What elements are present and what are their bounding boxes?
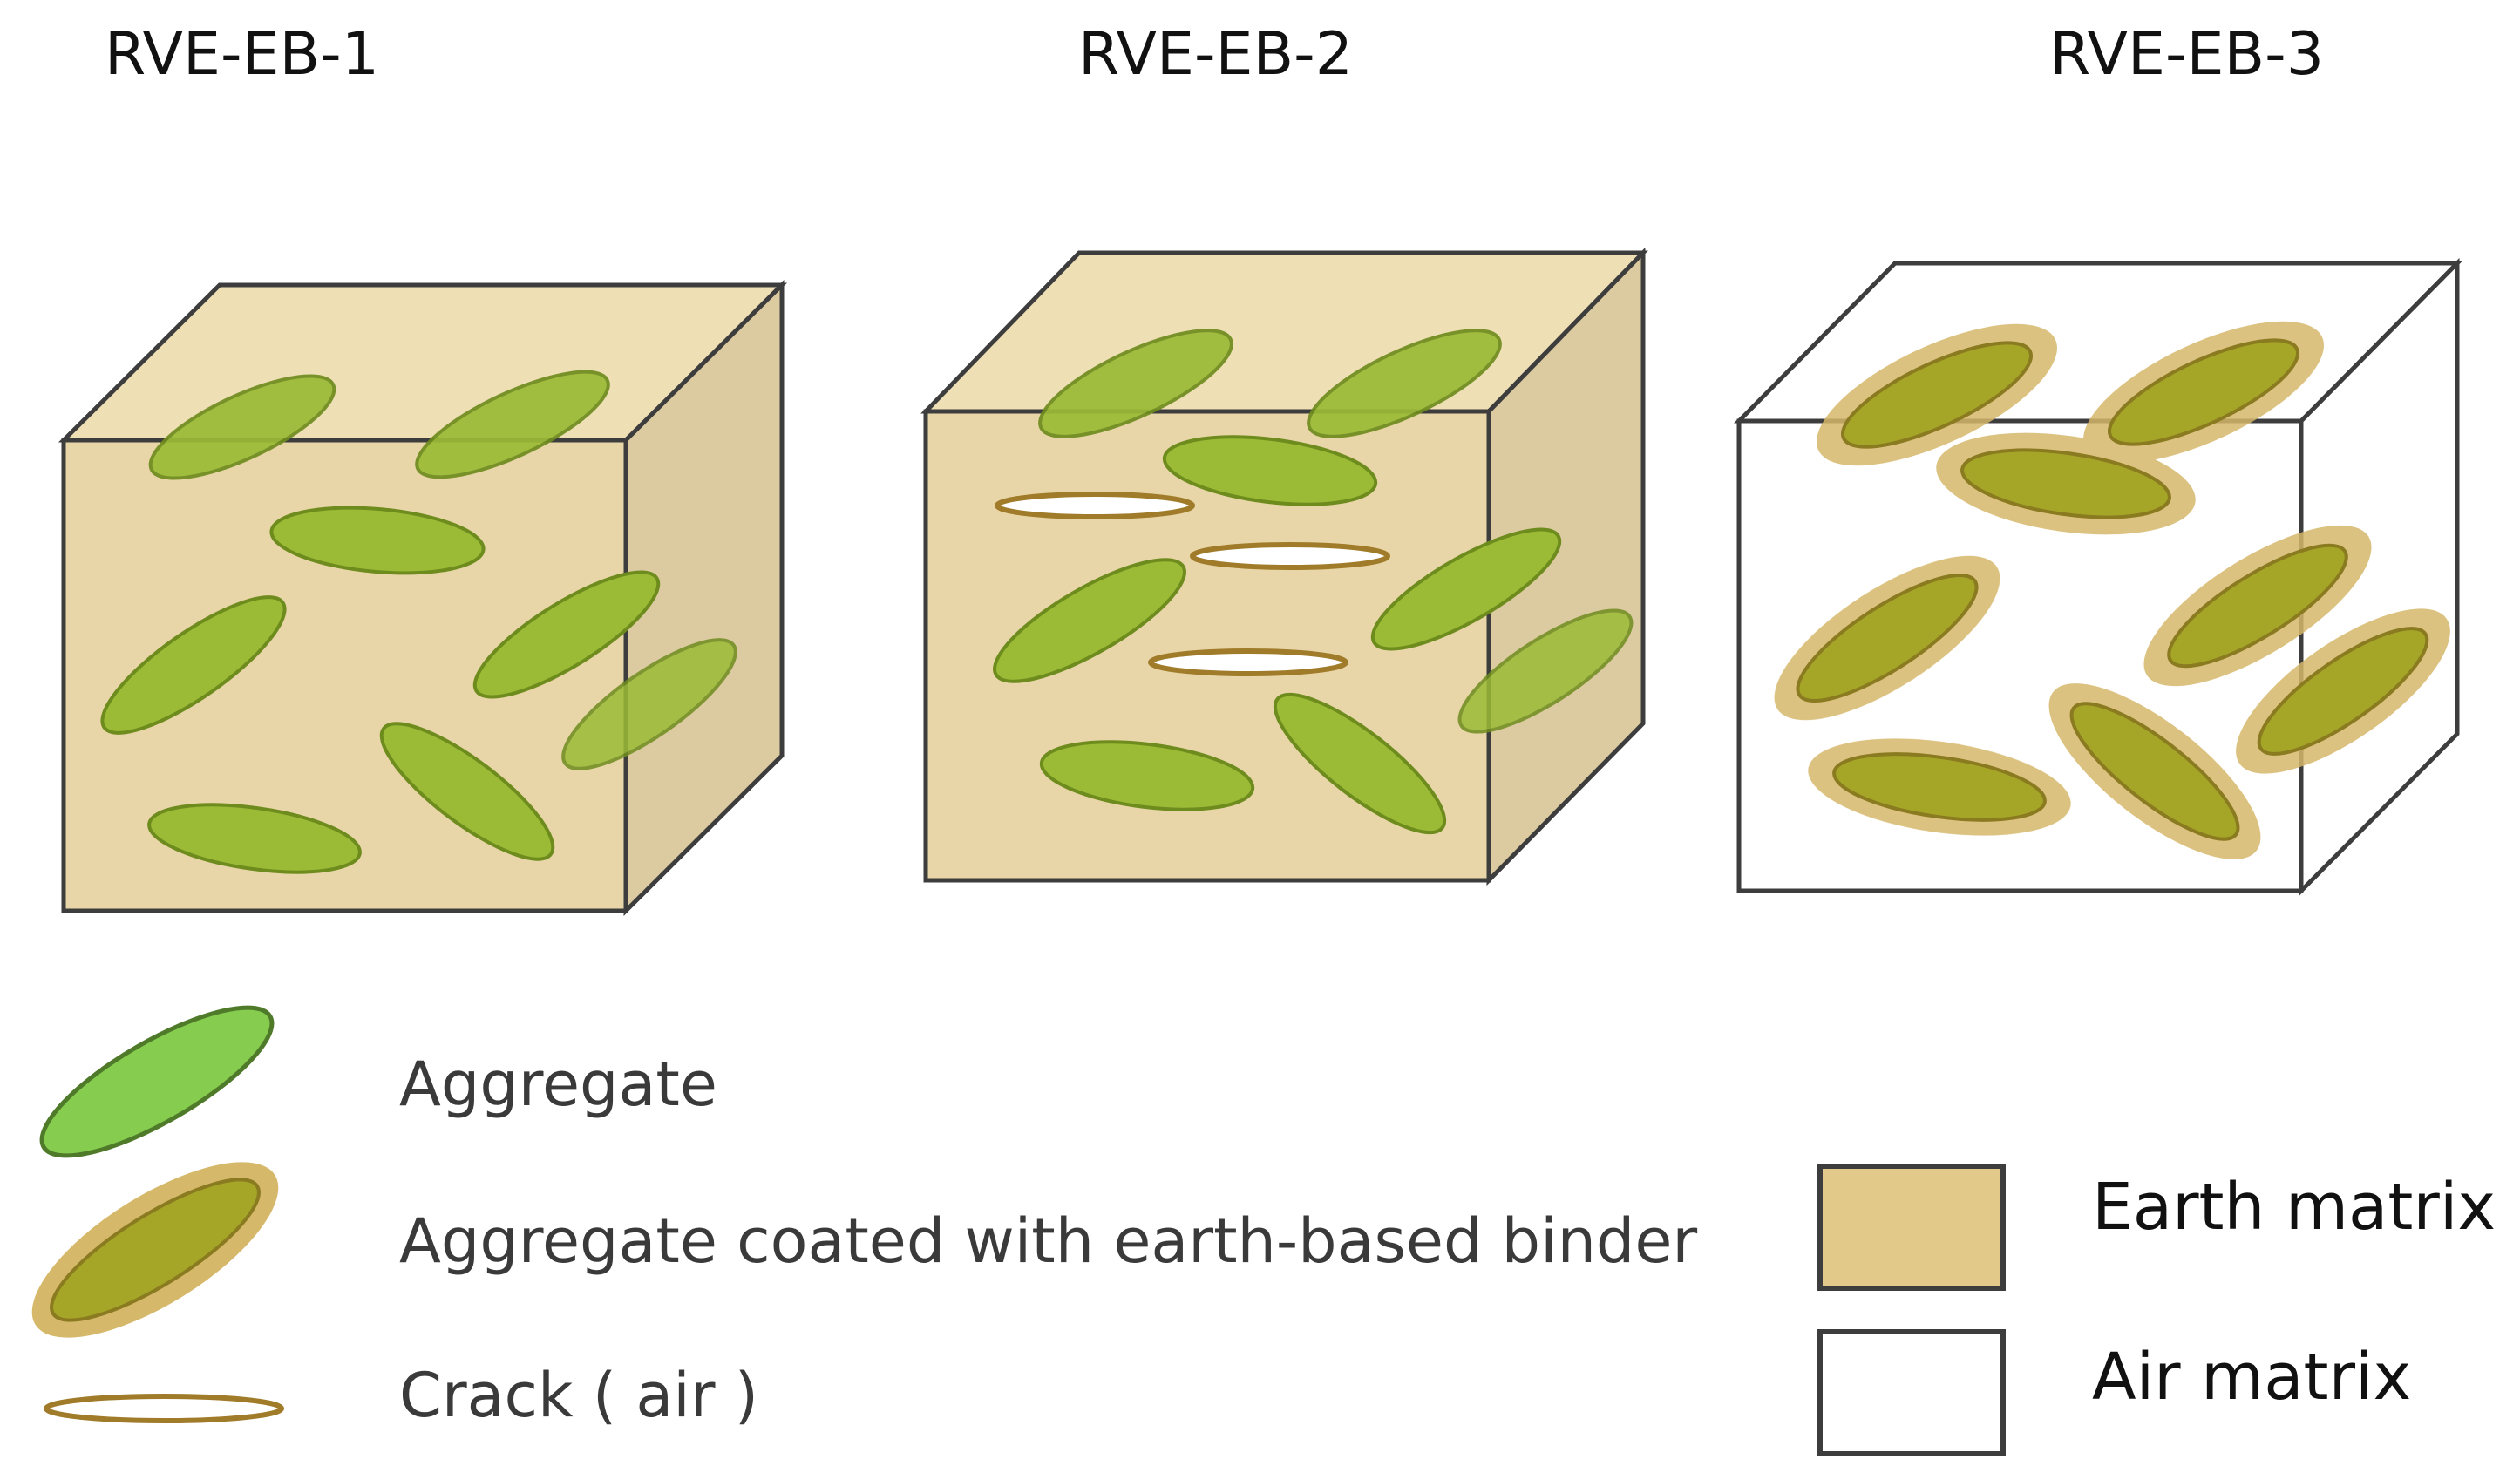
coated-aggregate-core — [2069, 702, 2240, 841]
aggregate — [269, 506, 486, 575]
crack — [995, 492, 1195, 519]
legend-coated-core — [50, 1178, 261, 1322]
aggregate — [561, 638, 737, 770]
crack — [1148, 648, 1348, 676]
legend-air-matrix-swatch — [1817, 1329, 2006, 1456]
aggregate — [379, 722, 555, 861]
crack — [1190, 542, 1390, 570]
aggregate — [1039, 740, 1255, 811]
coated-aggregate-core — [2167, 543, 2348, 669]
title-rve-eb-3: RVE-EB-3 — [2049, 20, 2324, 89]
legend: Aggregate Aggregate coated with earth-ba… — [31, 1005, 2496, 1456]
aggregate — [1162, 435, 1378, 506]
coated-aggregate-core — [1832, 752, 2047, 822]
aggregate — [993, 558, 1186, 683]
aggregate — [415, 370, 610, 479]
legend-earth-matrix-label: Earth matrix — [2092, 1170, 2496, 1245]
aggregate — [100, 595, 287, 735]
legend-air-matrix-label: Air matrix — [2092, 1340, 2411, 1415]
title-rve-eb-1: RVE-EB-1 — [105, 20, 379, 89]
cube-rve-eb-1 — [58, 279, 788, 917]
cube-rve-eb-3 — [1734, 257, 2462, 897]
legend-aggregate-symbol — [39, 1005, 275, 1158]
legend-aggregate-label: Aggregate — [399, 1049, 717, 1120]
coated-aggregate-core — [1840, 341, 2034, 449]
aggregate — [1307, 329, 1502, 438]
legend-coated-label: Aggregate coated with earth-based binder — [399, 1205, 1697, 1277]
coated-aggregate-core — [1960, 448, 2171, 519]
coated-aggregate-core — [1796, 574, 1979, 703]
aggregate — [1457, 608, 1634, 734]
cube-rve-eb-2 — [920, 247, 1648, 886]
coated-aggregate-core — [2107, 338, 2300, 446]
legend-crack-label: Crack ( air ) — [399, 1360, 758, 1431]
aggregate — [148, 374, 336, 480]
aggregate — [1038, 329, 1233, 438]
coated-aggregate-core — [2257, 627, 2429, 756]
aggregate — [1370, 527, 1562, 651]
legend-crack-symbol — [44, 1394, 284, 1423]
aggregate — [147, 803, 362, 874]
title-rve-eb-2: RVE-EB-2 — [1078, 20, 1353, 89]
aggregate — [1273, 692, 1447, 835]
legend-earth-matrix-swatch — [1817, 1164, 2006, 1291]
aggregate — [472, 570, 661, 699]
